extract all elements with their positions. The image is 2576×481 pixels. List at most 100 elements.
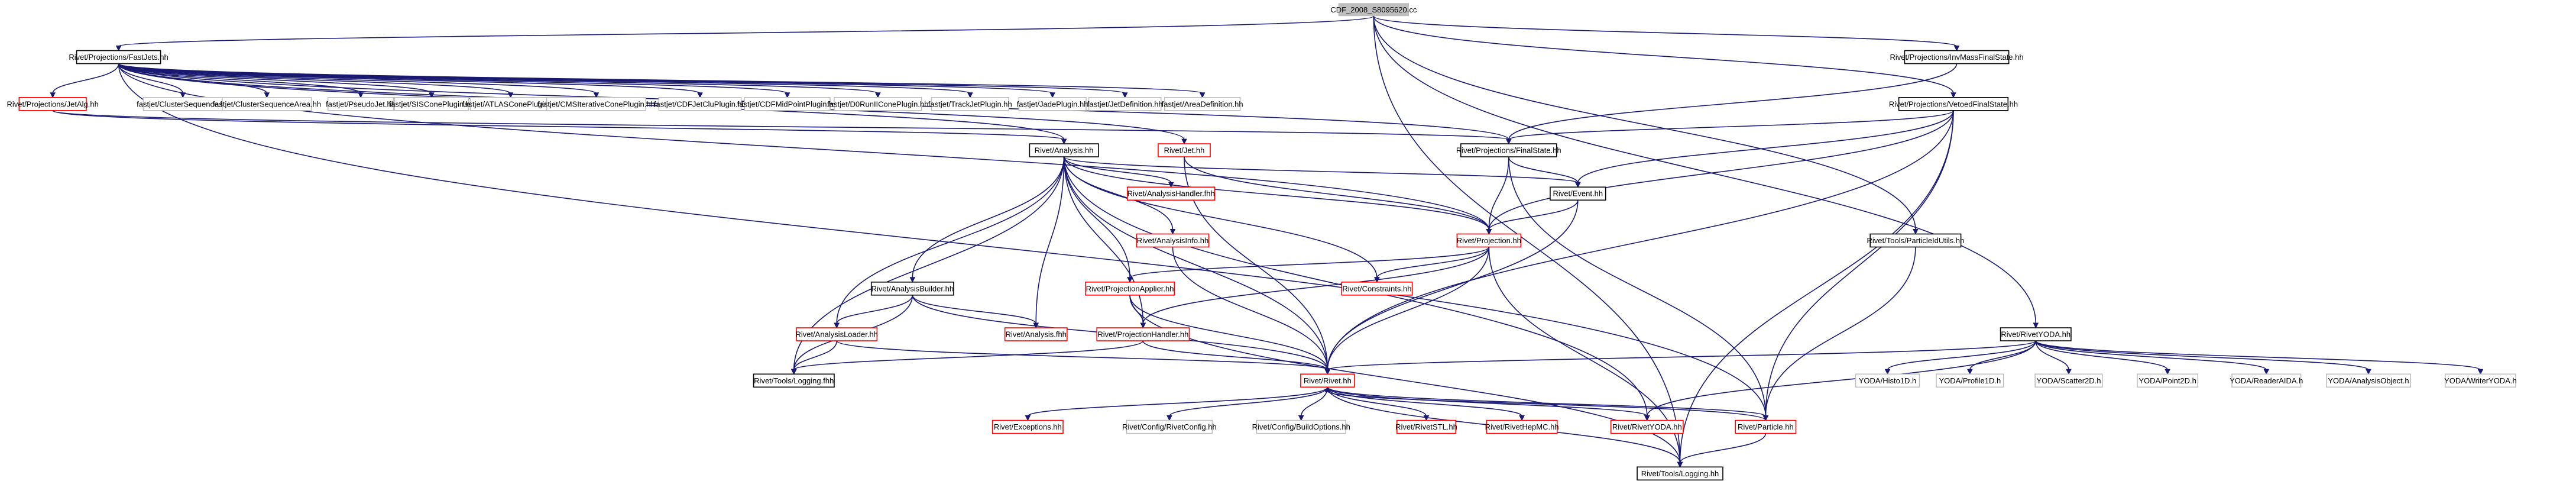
edge-rivetyoda-to-yodaanalysisobject <box>2035 340 2371 375</box>
node-label: Rivet/Rivet.hh <box>1304 376 1352 385</box>
edge-rivethh-to-rivetconfig <box>1167 386 1328 421</box>
node-exceptions[interactable]: Rivet/Exceptions.hh <box>991 419 1064 434</box>
node-rivetyodahh[interactable]: Rivet/RivetYODA.hh <box>1610 419 1684 434</box>
node-clusterseqarea: fastjet/ClusterSequenceArea.hh <box>213 97 321 111</box>
node-box <box>1869 233 1962 248</box>
node-yodaprofile1d: YODA/Profile1D.h <box>1936 373 2004 388</box>
edge-particle-to-rivethh <box>1324 386 1767 421</box>
node-jet[interactable]: Rivet/Jet.hh <box>1158 143 1211 157</box>
node-rivethepmc[interactable]: Rivet/RivetHepMC.hh <box>1485 419 1559 434</box>
node-yodawriteryoda: YODA/WriterYODA.h <box>2444 373 2517 388</box>
edge-analysis-to-analysisloader <box>834 157 1065 329</box>
node-box <box>1396 419 1457 434</box>
node-yodapoint2d: YODA/Point2D.h <box>2137 373 2199 388</box>
node-particleidutils[interactable]: Rivet/Tools/ParticleIdUtils.hh <box>1867 233 1965 248</box>
node-box <box>870 281 954 296</box>
node-invmass[interactable]: Rivet/Projections/InvMassFinalState.hh <box>1890 50 2024 64</box>
node-d0run: fastjet/D0RunIIConePlugin.hh <box>827 97 928 111</box>
node-label: Rivet/RivetHepMC.hh <box>1485 422 1559 431</box>
node-loggingfhh[interactable]: Rivet/Tools/Logging.fhh <box>753 373 835 388</box>
edge-projhandler-to-loggingfhh <box>790 340 1144 375</box>
node-analysisinfo[interactable]: Rivet/AnalysisInfo.hh <box>1136 233 1210 248</box>
node-label: fastjet/D0RunIIConePlugin.hh <box>827 99 928 108</box>
node-box <box>1610 419 1684 434</box>
node-label: Rivet/Jet.hh <box>1164 146 1205 155</box>
node-box <box>2444 373 2516 388</box>
node-label: Rivet/ProjectionHandler.hh <box>1097 330 1188 339</box>
node-label: Rivet/Analysis.hh <box>1035 146 1094 155</box>
edge-fastjets-to-jetalg <box>50 63 119 98</box>
node-rivetstl[interactable]: Rivet/RivetSTL.hh <box>1395 419 1457 434</box>
node-label: Rivet/Tools/Logging.hh <box>1641 469 1719 478</box>
node-label: Rivet/Event.hh <box>1553 189 1603 198</box>
node-root[interactable]: CDF_2008_S8095620.cc <box>1330 3 1417 17</box>
node-projection[interactable]: Rivet/Projection.hh <box>1456 233 1522 248</box>
node-box <box>1127 186 1216 201</box>
node-box <box>1004 327 1068 341</box>
node-finalstate[interactable]: Rivet/Projections/FinalState.hh <box>1456 143 1561 157</box>
edge-fastjets-to-cdfjetclu <box>118 63 703 98</box>
node-vetoed[interactable]: Rivet/Projections/VetoedFinalState.hh <box>1889 97 2018 111</box>
node-box <box>1256 419 1346 434</box>
edge-event-to-projection <box>1486 200 1579 235</box>
node-event[interactable]: Rivet/Event.hh <box>1550 186 1606 201</box>
node-analysisloader[interactable]: Rivet/AnalysisLoader.hh <box>795 327 878 341</box>
edge-rivetyoda-to-yodawriteryoda <box>2035 340 2484 375</box>
node-box <box>1018 97 1087 111</box>
node-label: Rivet/Config/RivetConfig.hh <box>1122 422 1217 431</box>
node-projhandler[interactable]: Rivet/ProjectionHandler.hh <box>1096 327 1190 341</box>
node-label: Rivet/Exceptions.hh <box>994 422 1062 431</box>
node-label: Rivet/AnalysisInfo.hh <box>1137 236 1208 245</box>
node-label: YODA/Profile1D.h <box>1939 376 2001 385</box>
node-label: Rivet/ProjectionApplier.hh <box>1086 284 1174 293</box>
edge-particle-to-logginghh <box>1677 433 1767 468</box>
node-constraints[interactable]: Rivet/Constraints.hh <box>1341 281 1413 296</box>
node-label: YODA/ReaderAIDA.h <box>2230 376 2303 385</box>
node-label: fastjet/PseudoJet.hh <box>326 99 396 108</box>
node-analysishandler[interactable]: Rivet/AnalysisHandler.fhh <box>1127 186 1216 201</box>
edge-root-to-fastjets <box>115 15 1375 51</box>
edge-fastjets-to-areadef <box>118 63 1206 98</box>
node-box <box>1136 233 1210 248</box>
node-rivetyoda[interactable]: Rivet/RivetYODA.hh <box>2000 327 2072 341</box>
node-label: Rivet/Projections/InvMassFinalState.hh <box>1890 53 2023 62</box>
node-label: Rivet/RivetYODA.hh <box>1612 422 1682 431</box>
node-particle[interactable]: Rivet/Particle.hh <box>1735 419 1797 434</box>
node-label: fastjet/JetDefinition.hh <box>1087 99 1163 108</box>
edge-root-to-vetoed <box>1373 16 1956 98</box>
edge-rivethh-to-particle <box>1327 386 1769 421</box>
edge-analysisbuilder-to-analysisloader <box>834 295 913 329</box>
node-box <box>1084 281 1175 296</box>
edge-fastjets-to-d0run <box>118 63 881 98</box>
node-analysisfhh[interactable]: Rivet/Analysis.fhh <box>1004 327 1068 341</box>
edge-fastjets-to-jet <box>118 63 1187 145</box>
edge-rivethh-to-exceptions <box>1025 386 1328 421</box>
node-rivethh[interactable]: Rivet/Rivet.hh <box>1300 373 1355 388</box>
node-fastjets[interactable]: Rivet/Projections/FastJets.hh <box>69 50 169 64</box>
edge-jetalg-to-finalstate <box>52 110 1512 145</box>
node-label: Rivet/Analysis.fhh <box>1006 330 1067 339</box>
edge-analysisinfo-to-rivethh <box>1172 247 1331 375</box>
edge-rivetyoda-to-yodahisto1d <box>1884 340 2037 375</box>
edge-rivetyoda-to-yodascatter2d <box>2035 340 2072 375</box>
node-jetalg[interactable]: Rivet/Projections/JetAlg.hh <box>7 97 99 111</box>
node-yodascatter2d: YODA/Scatter2D.h <box>2034 373 2103 388</box>
node-box <box>1936 373 2004 388</box>
node-logginghh[interactable]: Rivet/Tools/Logging.hh <box>1637 466 1723 481</box>
edge-jet-to-projection <box>1184 157 1492 235</box>
node-box <box>1126 419 1213 434</box>
node-label: fastjet/CMSIterativeConePlugin.hh <box>537 99 655 108</box>
node-label: Rivet/AnalysisHandler.fhh <box>1127 189 1215 198</box>
node-analysisbuilder[interactable]: Rivet/AnalysisBuilder.hh <box>870 281 954 296</box>
node-label: CDF_2008_S8095620.cc <box>1330 5 1417 14</box>
node-label: fastjet/AreaDefinition.hh <box>1162 99 1243 108</box>
edge-rivetyoda-to-yodaprofile1d <box>1967 340 2037 375</box>
edge-analysisbuilder-to-analysisfhh <box>912 295 1039 329</box>
edge-analysis-to-analysisfhh <box>1033 157 1065 329</box>
node-projapplier[interactable]: Rivet/ProjectionApplier.hh <box>1084 281 1175 296</box>
edge-analysis-to-loggingfhh <box>790 157 1065 375</box>
node-analysis[interactable]: Rivet/Analysis.hh <box>1029 143 1099 157</box>
node-yodaanalysisobject: YODA/AnalysisObject.h <box>2326 373 2411 388</box>
node-box <box>1735 419 1797 434</box>
node-box <box>1158 143 1211 157</box>
